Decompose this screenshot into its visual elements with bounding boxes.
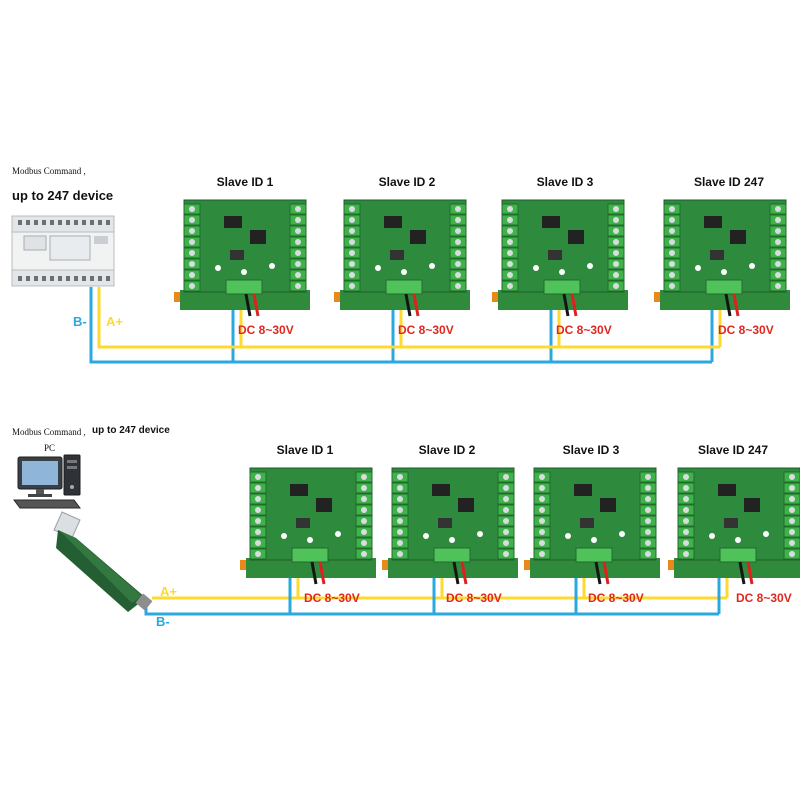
bottom-slave-3: Slave ID 3 DC 8~30V <box>524 443 660 605</box>
relay-board-icon <box>382 467 518 578</box>
top-title-small: Modbus Command , <box>12 166 86 176</box>
dc-power-label: DC 8~30V <box>588 591 644 605</box>
slave-id-label: Slave ID 247 <box>694 175 764 189</box>
dc-power-label: DC 8~30V <box>556 323 612 337</box>
bottom-diagram: Modbus Command , PC up to 247 device A+ … <box>12 425 800 629</box>
bottom-title-small: Modbus Command , <box>12 427 86 437</box>
relay-board-icon <box>174 199 310 310</box>
relay-board-icon <box>240 467 376 578</box>
dc-power-label: DC 8~30V <box>304 591 360 605</box>
top-slave-2: Slave ID 2 DC 8~30V <box>334 175 470 337</box>
dc-power-label: DC 8~30V <box>238 323 294 337</box>
top-slave-3: Slave ID 3 DC 8~30V <box>492 175 628 337</box>
bottom-slave-2: Slave ID 2 DC 8~30V <box>382 443 518 605</box>
relay-board-icon <box>654 199 790 310</box>
relay-board-icon <box>492 199 628 310</box>
bottom-label-b: B- <box>156 614 170 629</box>
dc-power-label: DC 8~30V <box>398 323 454 337</box>
dc-power-label: DC 8~30V <box>718 323 774 337</box>
relay-board-icon <box>334 199 470 310</box>
top-label-b: B- <box>73 314 87 329</box>
top-title-big: up to 247 device <box>12 188 113 203</box>
bottom-title-pc: PC <box>44 443 55 453</box>
top-slave-4: Slave ID 247 DC 8~30V <box>654 175 790 337</box>
slave-id-label: Slave ID 1 <box>277 443 334 457</box>
top-diagram: Modbus Command , up to 247 device B- A+ … <box>11 166 790 364</box>
dc-power-label: DC 8~30V <box>446 591 502 605</box>
slave-id-label: Slave ID 3 <box>537 175 594 189</box>
slave-id-label: Slave ID 2 <box>419 443 476 457</box>
dc-power-label: DC 8~30V <box>736 591 792 605</box>
relay-board-icon <box>668 467 800 578</box>
usb-rs485-adapter-icon <box>53 511 153 612</box>
bottom-slave-4: Slave ID 247 DC 8~30V <box>668 443 800 605</box>
relay-board-icon <box>524 467 660 578</box>
desktop-pc-icon <box>13 454 81 509</box>
bottom-label-a: A+ <box>160 584 177 599</box>
slave-id-label: Slave ID 1 <box>217 175 274 189</box>
plc-controller-icon <box>11 215 115 287</box>
bottom-title-big: up to 247 device <box>92 425 170 436</box>
bottom-slave-1: Slave ID 1 DC 8~30V <box>240 443 376 605</box>
slave-id-label: Slave ID 247 <box>698 443 768 457</box>
top-label-a: A+ <box>106 314 123 329</box>
slave-id-label: Slave ID 3 <box>563 443 620 457</box>
top-slave-1: Slave ID 1 DC 8~30V <box>174 175 310 337</box>
slave-id-label: Slave ID 2 <box>379 175 436 189</box>
